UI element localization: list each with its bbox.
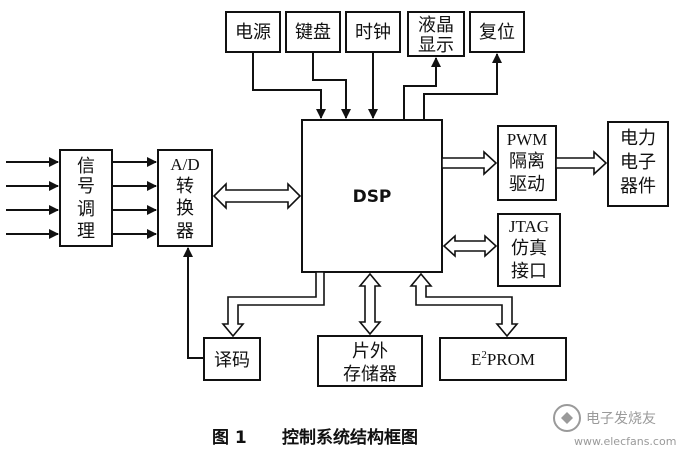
power-elec-label-3: 器件 <box>620 176 656 197</box>
adc-label-1: A/D <box>170 155 199 174</box>
watermark-logo-mark <box>561 412 573 424</box>
adc-box <box>157 149 213 247</box>
jtag-box <box>497 213 561 287</box>
figure-title: 控制系统结构框图 <box>282 427 418 448</box>
ext-mem-label-2: 存储器 <box>343 364 397 385</box>
reset-label: 复位 <box>479 22 515 43</box>
figure-number: 图 1 <box>212 428 247 448</box>
dsp-memory-bus-arrow <box>358 272 382 336</box>
watermark-logo: 电子发烧友 www.elecfans.com <box>553 404 676 448</box>
lcd-box <box>407 11 465 57</box>
eeprom-label-e: E <box>471 350 481 369</box>
power-to-dsp-arrow <box>252 52 326 119</box>
eeprom-label-sup: 2 <box>481 349 487 361</box>
eeprom-box <box>439 337 567 381</box>
pwm-label-2: 隔离 <box>509 151 545 172</box>
decoder-to-adc-arrow <box>183 247 204 359</box>
power-label: 电源 <box>235 22 271 43</box>
signal-cond-char-4: 理 <box>77 221 95 242</box>
external-memory-box <box>317 335 423 387</box>
keyboard-label: 键盘 <box>295 22 331 43</box>
power-elec-label-1: 电力 <box>620 128 656 149</box>
signal-conditioning-box <box>59 149 113 247</box>
adc-label-3: 换 <box>176 198 194 219</box>
pwm-to-power-bus-arrow <box>555 150 608 176</box>
reset-box <box>469 11 525 53</box>
clock-label: 时钟 <box>355 22 391 43</box>
adc-dsp-bus-arrow <box>212 182 302 210</box>
dsp-box <box>301 119 443 273</box>
dsp-to-reset-arrow <box>423 53 502 120</box>
dsp-to-lcd-arrow <box>403 57 441 120</box>
jtag-label-3: 接口 <box>511 261 547 282</box>
dsp-eeprom-bus-arrow <box>409 272 519 338</box>
dsp-jtag-bus-arrow <box>442 234 498 258</box>
pwm-label-3: 驱动 <box>509 174 545 195</box>
keyboard-to-dsp-arrow <box>312 52 351 119</box>
power-elec-label-2: 电子 <box>620 152 656 173</box>
signal-cond-char-2: 号 <box>77 176 95 197</box>
eeprom-label-rest: PROM <box>487 350 535 369</box>
dsp-label: DSP <box>353 187 392 207</box>
signal-cond-char-1: 信 <box>77 156 95 177</box>
watermark-logo-icon <box>553 404 581 432</box>
decoder-label: 译码 <box>214 350 250 371</box>
jtag-label-1: JTAG <box>509 217 549 236</box>
dsp-to-decoder-bus-arrow <box>221 271 325 338</box>
lcd-label-1: 液晶 <box>418 15 454 36</box>
ext-mem-label-1: 片外 <box>352 341 388 362</box>
dsp-to-pwm-bus-arrow <box>441 150 498 176</box>
jtag-label-2: 仿真 <box>511 238 547 259</box>
watermark-brand: 电子发烧友 <box>586 411 656 427</box>
signal-cond-char-3: 调 <box>77 199 95 220</box>
decoder-box <box>203 337 261 381</box>
eeprom-label: E2PROM <box>471 349 535 369</box>
adc-label-4: 器 <box>176 221 194 242</box>
pwm-driver-box <box>497 125 557 201</box>
pwm-label-1: PWM <box>507 130 548 149</box>
watermark-url: www.elecfans.com <box>574 435 676 448</box>
power-electronics-box <box>607 121 669 207</box>
lcd-label-2: 显示 <box>418 35 454 56</box>
adc-label-2: 转 <box>176 176 194 197</box>
